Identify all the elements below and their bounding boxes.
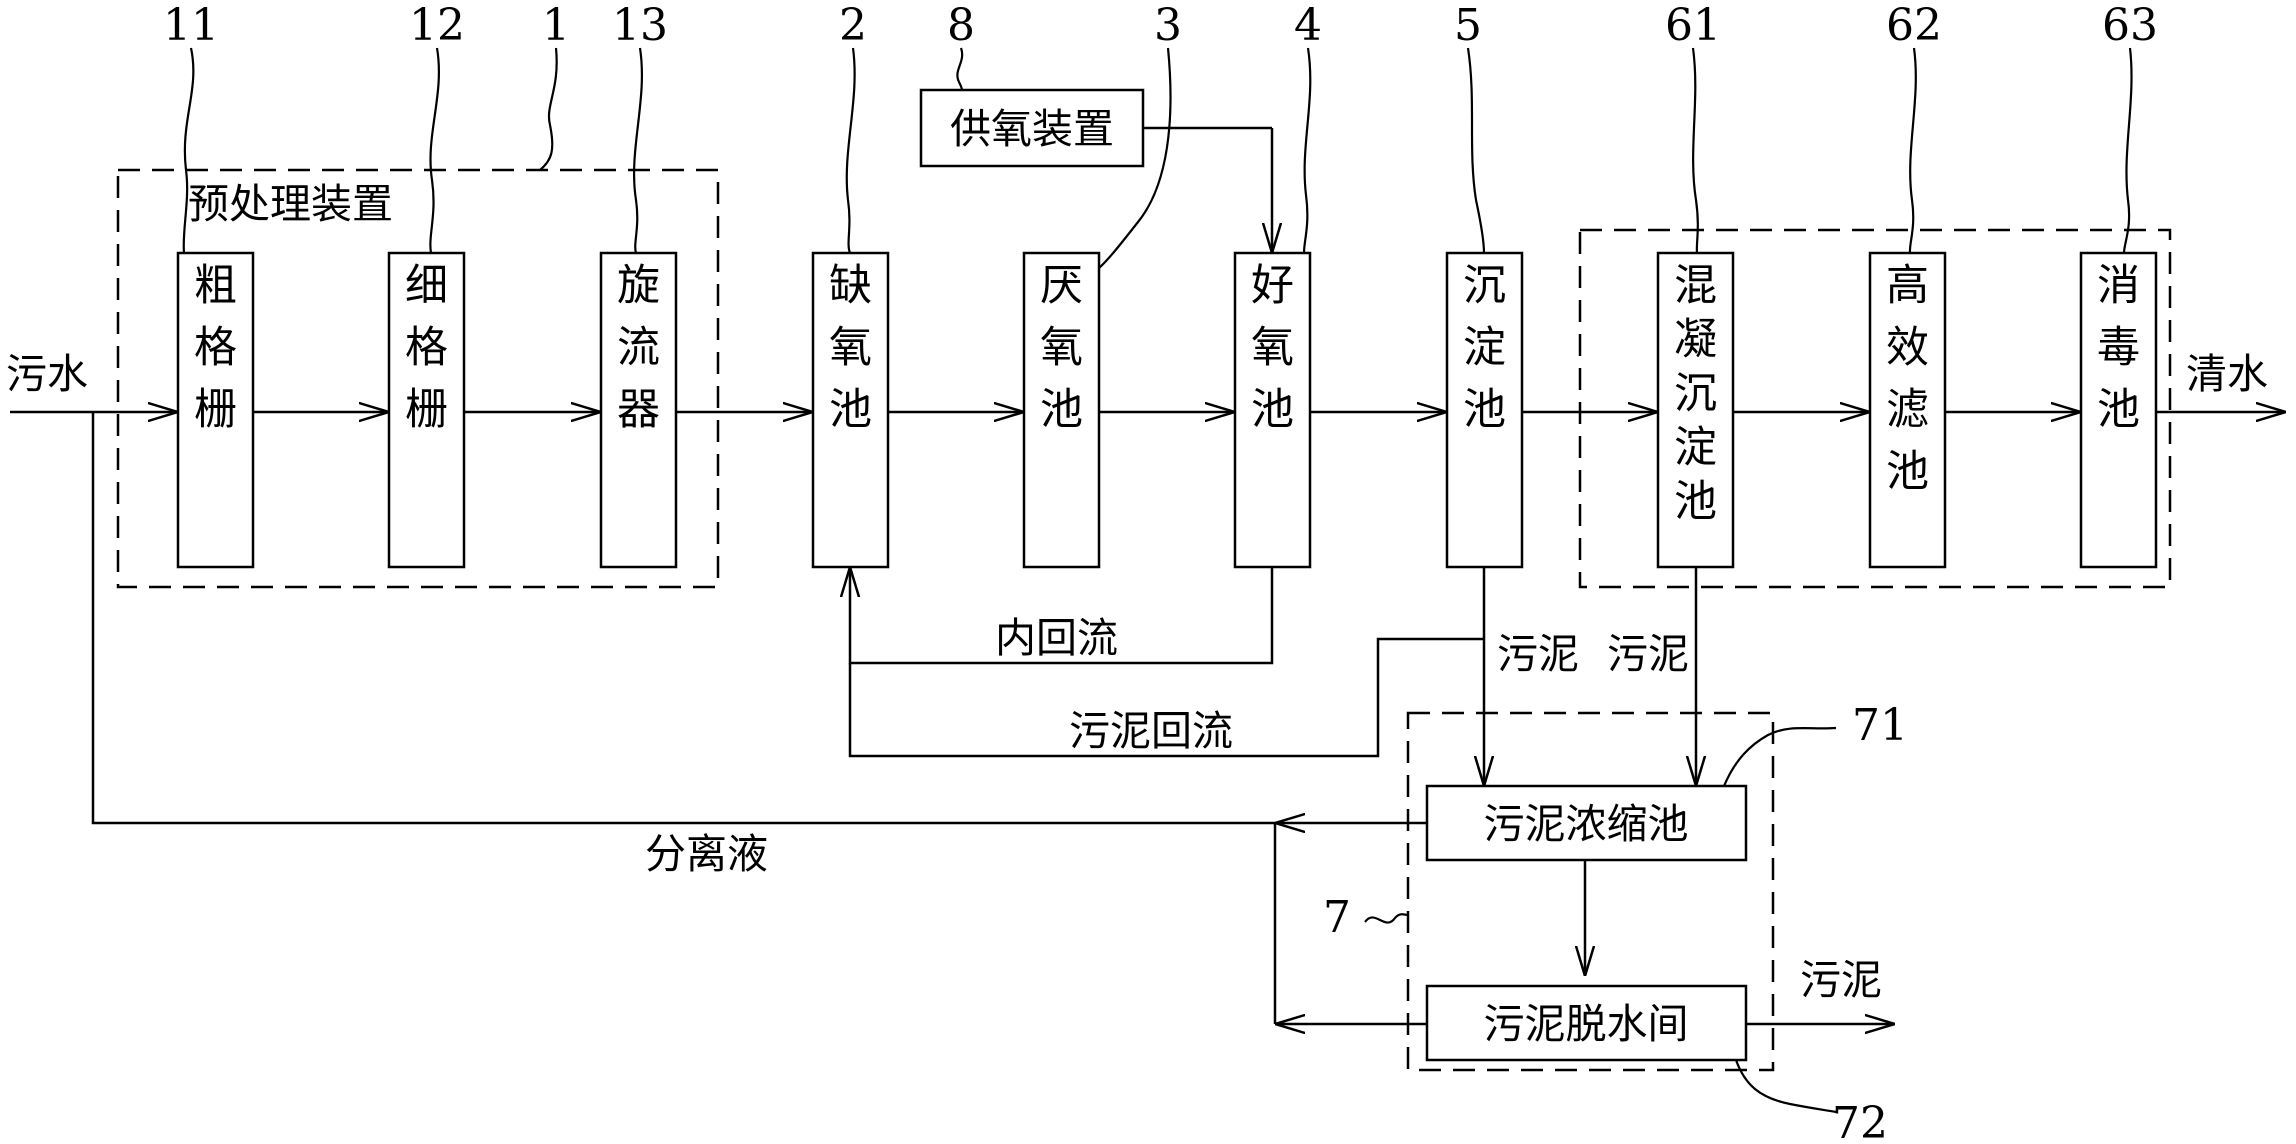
coagulation-sedimentation-tank: 混凝沉淀池	[1656, 251, 1735, 569]
leader-line-7	[1364, 913, 1409, 924]
internal-return-label: 内回流	[995, 614, 1118, 662]
ref-number-12: 12	[409, 0, 465, 51]
leader-line-4	[1302, 47, 1312, 254]
fine-screen-label: 细格栅	[405, 261, 448, 435]
pretreatment-group-label: 预处理装置	[188, 180, 393, 228]
separated-liquid-return-line	[91, 412, 1275, 825]
ref-number-71: 71	[1852, 700, 1908, 751]
anoxic-tank-label: 缺氧池	[829, 261, 872, 435]
sludge-thickener: 污泥浓缩池	[1425, 784, 1748, 862]
leader-line-61	[1691, 47, 1699, 254]
ref-number-3: 3	[1154, 0, 1182, 51]
sludge-return-line	[848, 637, 1484, 758]
outlet-label: 清水	[2186, 350, 2268, 398]
ref-number-62: 62	[1886, 0, 1942, 51]
leader-line-2	[845, 47, 856, 254]
ref-number-13: 13	[612, 0, 668, 51]
leader-line-5	[1466, 47, 1486, 254]
separated-liquid-label: 分离液	[645, 830, 768, 878]
sludge-return-label: 污泥回流	[1069, 707, 1233, 755]
leader-line-12	[429, 47, 441, 254]
inlet-label: 污水	[6, 350, 88, 398]
sludge-treatment-group-boundary	[1406, 711, 1775, 1072]
leader-line-63	[2122, 47, 2133, 254]
advanced-treatment-group-boundary	[1578, 228, 2172, 589]
coagulation-sedimentation-tank-label: 混凝沉淀池	[1674, 261, 1717, 527]
oxygen-supply-device-label: 供氧装置	[950, 105, 1114, 153]
anaerobic-tank-label: 厌氧池	[1040, 261, 1083, 435]
ref-number-7: 7	[1323, 892, 1351, 943]
ref-number-72: 72	[1832, 1098, 1888, 1144]
anaerobic-tank: 厌氧池	[1022, 251, 1101, 569]
sludge-from-coagulation-label: 污泥	[1607, 630, 1689, 678]
oxygen-supply-device: 供氧装置	[919, 88, 1145, 168]
leader-line-1	[539, 47, 558, 171]
leader-line-72	[1734, 1059, 1837, 1114]
anoxic-tank: 缺氧池	[811, 251, 890, 569]
ref-number-4: 4	[1294, 0, 1322, 51]
ref-number-5: 5	[1454, 0, 1482, 51]
sludge-from-settling-label: 污泥	[1497, 630, 1579, 678]
sludge-out-label: 污泥	[1800, 956, 1882, 1004]
high-efficiency-filter: 高效滤池	[1868, 251, 1947, 569]
internal-return-line	[850, 567, 1274, 665]
ref-number-63: 63	[2102, 0, 2158, 51]
ref-number-2: 2	[839, 0, 867, 51]
leader-line-13	[632, 47, 644, 254]
leader-line-71	[1722, 726, 1837, 787]
leader-line-62	[1908, 47, 1917, 254]
cyclone-separator: 旋流器	[599, 251, 678, 569]
coarse-screen: 粗格栅	[176, 251, 255, 569]
ref-number-8: 8	[947, 0, 975, 51]
high-efficiency-filter-label: 高效滤池	[1886, 261, 1929, 497]
disinfection-tank: 消毒池	[2079, 251, 2158, 569]
leader-line-11	[182, 47, 195, 254]
cyclone-separator-label: 旋流器	[617, 261, 660, 435]
ref-number-1: 1	[542, 0, 570, 51]
sludge-dewatering-room: 污泥脱水间	[1425, 984, 1748, 1062]
disinfection-tank-label: 消毒池	[2097, 261, 2140, 435]
fine-screen: 细格栅	[387, 251, 466, 569]
aerobic-tank: 好氧池	[1233, 251, 1312, 569]
leader-line-3	[1098, 47, 1172, 269]
ref-number-11: 11	[163, 0, 219, 51]
aerobic-tank-label: 好氧池	[1251, 261, 1294, 435]
sludge-thickener-label: 污泥浓缩池	[1484, 800, 1689, 848]
sludge-dewatering-room-label: 污泥脱水间	[1484, 1000, 1689, 1048]
coarse-screen-label: 粗格栅	[194, 261, 237, 435]
leader-line-8	[956, 47, 964, 91]
ref-number-61: 61	[1665, 0, 1721, 51]
settling-tank: 沉淀池	[1445, 251, 1524, 569]
settling-tank-label: 沉淀池	[1463, 261, 1506, 435]
